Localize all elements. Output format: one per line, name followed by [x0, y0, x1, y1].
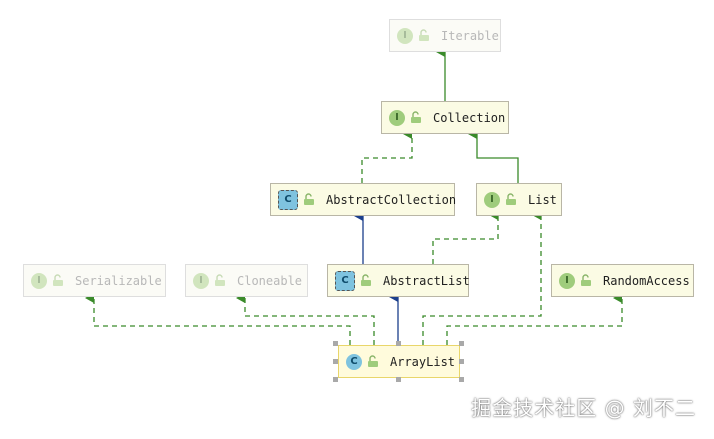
node-iterable[interactable]: I Iterable: [389, 19, 501, 52]
node-label: Cloneable: [237, 273, 303, 288]
lock-open-icon: [419, 29, 429, 41]
lock-open-icon: [361, 274, 371, 286]
edge-arraylist-serializable: [85, 293, 351, 345]
resize-handle[interactable]: [396, 377, 401, 382]
resize-handle[interactable]: [333, 359, 338, 364]
edge-abstractcollection-collection: [361, 129, 413, 183]
node-label: Collection: [433, 110, 506, 125]
node-label: Iterable: [441, 28, 499, 43]
lock-open-icon: [304, 193, 314, 205]
node-label: AbstractList: [383, 273, 470, 288]
interface-icon: I: [559, 272, 575, 289]
node-label: Serializable: [75, 273, 162, 288]
edge-list-collection: [468, 129, 519, 183]
edge-arraylist-cloneable: [236, 293, 375, 345]
node-abstractlist[interactable]: C AbstractList: [327, 264, 470, 297]
interface-icon: I: [31, 272, 47, 289]
node-label: ArrayList: [390, 354, 456, 369]
lock-open-icon: [581, 274, 591, 286]
edge-abstractlist-list: [432, 210, 499, 264]
node-abstractcollection[interactable]: C AbstractCollection: [270, 183, 457, 216]
resize-handle[interactable]: [459, 377, 464, 382]
interface-icon: I: [389, 109, 405, 126]
resize-handle[interactable]: [333, 341, 338, 346]
interface-icon: I: [193, 272, 209, 289]
lock-open-icon: [368, 355, 378, 367]
node-list[interactable]: I List: [476, 183, 562, 216]
edge-arraylist-randomaccess: [446, 293, 623, 345]
node-serializable[interactable]: I Serializable: [23, 264, 166, 297]
node-label: RandomAccess: [603, 273, 690, 288]
resize-handle[interactable]: [396, 341, 401, 346]
node-label: AbstractCollection: [326, 192, 457, 207]
class-icon: C: [346, 353, 362, 370]
watermark: 掘金技术社区 @ 刘不二: [471, 396, 696, 420]
resize-handle[interactable]: [459, 359, 464, 364]
resize-handle[interactable]: [459, 341, 464, 346]
interface-icon: I: [397, 27, 413, 44]
abstract-class-icon: C: [278, 189, 298, 210]
node-label: List: [528, 192, 557, 207]
node-collection[interactable]: I Collection: [381, 101, 509, 134]
lock-open-icon: [506, 193, 516, 205]
lock-open-icon: [215, 274, 225, 286]
node-arraylist[interactable]: C ArrayList: [338, 345, 460, 378]
lock-open-icon: [411, 111, 421, 123]
resize-handle[interactable]: [333, 377, 338, 382]
lock-open-icon: [53, 274, 63, 286]
node-randomaccess[interactable]: I RandomAccess: [551, 264, 694, 297]
abstract-class-icon: C: [335, 270, 355, 291]
interface-icon: I: [484, 191, 500, 208]
node-cloneable[interactable]: I Cloneable: [185, 264, 308, 297]
